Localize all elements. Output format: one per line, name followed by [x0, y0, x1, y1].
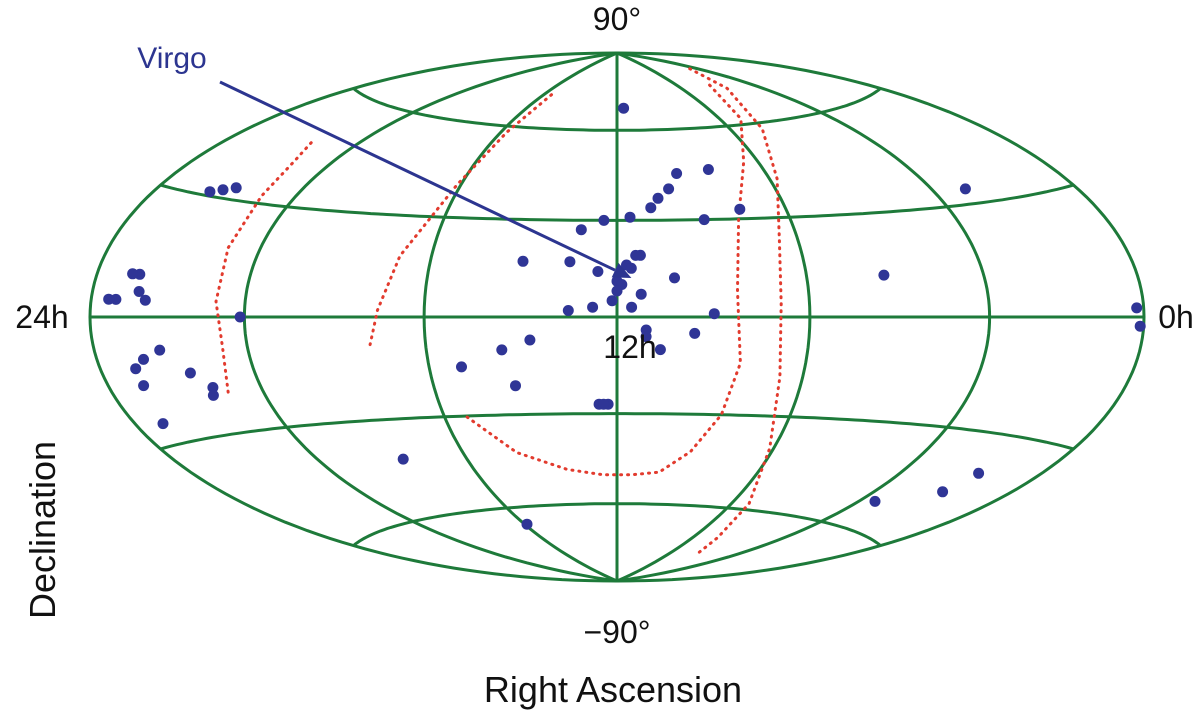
data-point	[204, 186, 216, 198]
data-point	[130, 363, 142, 375]
data-point	[598, 398, 610, 410]
ra-meridian-0h	[88, 51, 618, 583]
data-point	[517, 255, 529, 267]
virgo-arrowhead	[611, 263, 632, 278]
data-point	[496, 344, 508, 356]
data-point	[734, 203, 746, 215]
data-point	[587, 301, 599, 313]
data-point	[207, 389, 219, 401]
dotted-curve-4	[214, 141, 313, 396]
data-point	[217, 184, 229, 196]
data-point	[456, 361, 467, 373]
dotted-curve-3	[368, 93, 553, 347]
x-axis-label: Right Ascension	[484, 669, 742, 710]
dotted-curve-1	[688, 67, 783, 555]
data-point	[397, 453, 409, 465]
data-point	[139, 294, 151, 306]
ra-meridian-16h	[616, 51, 812, 583]
data-point	[154, 344, 166, 356]
data-point	[234, 311, 246, 323]
data-point	[618, 102, 630, 114]
data-point	[1131, 302, 1143, 314]
data-point	[606, 295, 618, 307]
data-point	[127, 268, 139, 280]
data-point	[671, 168, 683, 179]
data-point	[698, 214, 710, 226]
virgo-label: Virgo	[137, 42, 207, 75]
virgo-annotation: Virgo	[137, 42, 632, 278]
data-point	[1134, 320, 1146, 332]
tick-label-top: 90°	[593, 1, 641, 37]
data-points	[103, 102, 1146, 530]
data-point	[230, 182, 242, 194]
data-point	[663, 183, 675, 195]
data-point	[598, 214, 610, 226]
data-point	[524, 334, 536, 346]
data-point	[702, 164, 714, 175]
ra-meridian-20h	[616, 51, 992, 583]
data-point	[592, 266, 604, 277]
data-point	[959, 183, 971, 195]
data-point	[207, 382, 219, 393]
data-point	[575, 224, 587, 236]
data-point	[510, 380, 521, 392]
ra-meridian-24h	[616, 51, 1146, 583]
data-point	[611, 285, 623, 297]
data-point	[878, 269, 890, 281]
data-point	[624, 211, 636, 223]
data-point	[138, 353, 149, 365]
tick-label-center: 12h	[603, 329, 656, 365]
data-point	[869, 495, 881, 507]
data-point	[562, 305, 574, 316]
data-point	[521, 518, 533, 530]
data-point	[626, 301, 638, 313]
data-point	[635, 288, 647, 300]
dotted-curve-2	[464, 83, 746, 477]
data-point	[652, 192, 664, 204]
tick-label-left: 24h	[15, 299, 68, 335]
data-point	[625, 262, 637, 274]
graticule-grid	[88, 51, 1146, 583]
virgo-arrow	[219, 80, 616, 272]
data-point	[937, 486, 949, 498]
ra-meridian-8h	[422, 51, 618, 583]
tick-label-right: 0h	[1158, 299, 1194, 335]
axis-labels: 90° −90° 24h 0h 12h Right Ascension Decl…	[15, 1, 1193, 710]
data-point	[103, 293, 115, 305]
data-point	[645, 202, 657, 214]
data-point	[157, 418, 169, 430]
data-point	[630, 249, 642, 261]
tick-label-bottom: −90°	[583, 614, 650, 650]
y-axis-label: Declination	[22, 441, 63, 619]
data-point	[133, 286, 145, 297]
data-point	[669, 272, 680, 284]
data-point	[654, 344, 666, 356]
data-point	[138, 380, 150, 392]
data-point	[184, 367, 196, 379]
data-point	[640, 331, 652, 343]
data-point	[973, 467, 985, 479]
data-point	[564, 256, 576, 268]
dotted-curves	[214, 67, 783, 555]
data-point	[689, 327, 701, 339]
data-point	[708, 308, 720, 320]
